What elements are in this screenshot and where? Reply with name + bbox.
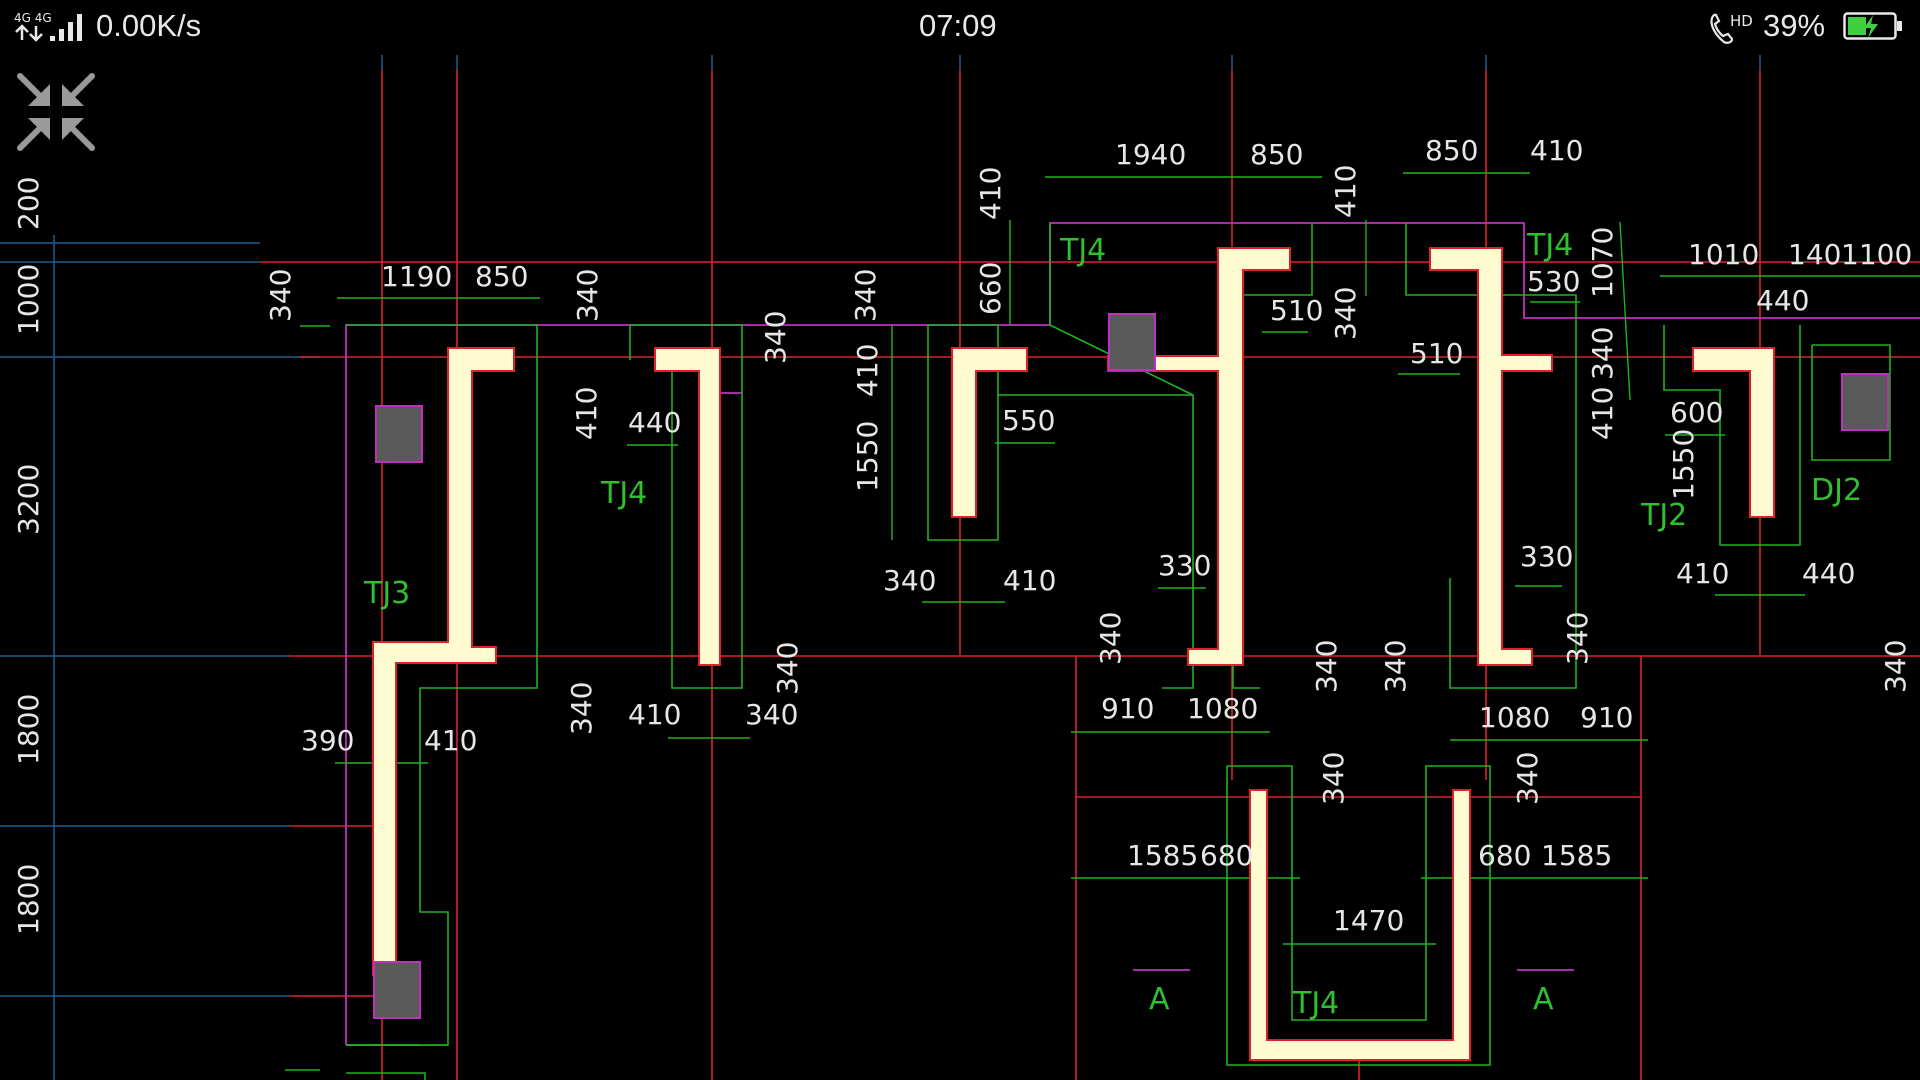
dim-text: 410 — [570, 387, 603, 440]
dim-text: 910 — [1580, 701, 1633, 734]
dim-text: 340 — [264, 269, 297, 322]
dim-text: 340 — [565, 682, 598, 735]
component-label: TJ4 — [1059, 233, 1106, 268]
dim-text: 1080 — [1479, 701, 1550, 734]
component-label: TJ3 — [363, 576, 410, 611]
dim-text: 1585 — [1541, 839, 1612, 872]
dim-text: 330 — [1158, 549, 1211, 582]
dim-text: 340 — [1379, 640, 1412, 693]
grid-axis-lines — [260, 70, 1920, 1080]
signal-icon: 4G 4G — [14, 11, 82, 42]
dim-text: 510 — [1410, 337, 1463, 370]
side-dim-text: 200 — [12, 177, 45, 230]
foundation-outlines — [346, 223, 1891, 1080]
side-axis-lines — [0, 55, 1761, 1080]
dim-text: 340 — [883, 564, 936, 597]
hd-call-icon: HD — [1710, 12, 1753, 44]
dim-text: 340 — [1310, 640, 1343, 693]
component-label: TJ4 — [1526, 228, 1573, 263]
dim-text: 1080 — [1187, 692, 1258, 725]
dim-text: 410 — [974, 167, 1007, 220]
column-block — [375, 405, 423, 463]
hd-badge-text: HD — [1730, 12, 1753, 30]
dim-text: 340 — [1586, 327, 1619, 380]
exit-fullscreen-button[interactable] — [14, 70, 98, 154]
network-type-text: 4G 4G — [14, 11, 52, 25]
dim-text: 510 — [1270, 294, 1323, 327]
dim-text: 850 — [475, 260, 528, 293]
dim-text: 530 — [1527, 265, 1580, 298]
dim-text: 1070 — [1586, 227, 1619, 298]
dim-text: 340 — [759, 311, 792, 364]
side-dim-text: 1800 — [12, 694, 45, 765]
dim-text: 340 — [1317, 752, 1350, 805]
side-dim-text: 3200 — [12, 464, 45, 535]
dim-text: 1470 — [1333, 904, 1404, 937]
dim-text: 340 — [1329, 287, 1362, 340]
dim-text: 340 — [745, 698, 798, 731]
component-label: TJ2 — [1640, 498, 1687, 533]
dim-text: 340 — [1561, 612, 1594, 665]
dim-text: 660 — [974, 262, 1007, 315]
dim-text: 1010 — [1688, 238, 1759, 271]
exit-fullscreen-icon — [17, 73, 95, 151]
dim-text: 410 — [424, 724, 477, 757]
component-label: DJ2 — [1811, 473, 1862, 508]
dim-text: 340 — [1511, 752, 1544, 805]
dim-text: 1190 — [381, 260, 452, 293]
dim-text: 850 — [1250, 138, 1303, 171]
side-dim-text: 1800 — [12, 864, 45, 935]
dim-text: 600 — [1670, 396, 1723, 429]
dimension-lines — [285, 172, 1920, 1071]
network-speed: 0.00K/s — [96, 8, 202, 43]
dim-text: 410 — [1003, 564, 1056, 597]
dim-text: 140 — [1788, 238, 1841, 271]
dim-text: 910 — [1101, 692, 1154, 725]
column-block — [1108, 313, 1156, 371]
dim-text: 1940 — [1115, 138, 1186, 171]
dim-text: 1550 — [851, 421, 884, 492]
dim-text: 340 — [1094, 612, 1127, 665]
dim-text: 1100 — [1841, 238, 1912, 271]
dim-text: 440 — [628, 406, 681, 439]
dim-text: 340 — [571, 269, 604, 322]
dim-text: 550 — [1002, 404, 1055, 437]
dim-text: 410 — [628, 698, 681, 731]
section-label: A — [1149, 982, 1170, 1017]
dim-text: 850 — [1425, 134, 1478, 167]
dim-text: 410 — [851, 344, 884, 397]
dim-text: 340 — [771, 642, 804, 695]
column-blocks — [373, 313, 1889, 1019]
column-block — [1841, 373, 1889, 431]
dim-text: 340 — [849, 269, 882, 322]
dim-text: 410 — [1530, 134, 1583, 167]
dimension-text-group: 1190 850 340 340 340 340 660 410 1940 85… — [264, 134, 1912, 937]
dim-text: 1585 — [1127, 839, 1198, 872]
dim-text: 1550 — [1667, 429, 1700, 500]
status-bar: 4G 4G 0.00K/s 07:09 HD 39% — [0, 0, 1920, 52]
component-label: TJ4 — [1292, 986, 1339, 1021]
dim-text: 340 — [1879, 640, 1912, 693]
dim-text: 410 — [1676, 557, 1729, 590]
battery-charging-icon — [1843, 12, 1902, 40]
dim-text: 440 — [1756, 284, 1809, 317]
section-label: A — [1533, 982, 1554, 1017]
dim-text: 390 — [301, 724, 354, 757]
wall-shapes — [372, 247, 1775, 1061]
dim-text: 410 — [1329, 165, 1362, 218]
dim-text: 440 — [1802, 557, 1855, 590]
column-block — [373, 961, 421, 1019]
dim-text: 680 — [1478, 839, 1531, 872]
dim-text: 330 — [1520, 540, 1573, 573]
side-dimension-text-group: 200 1000 3200 1800 1800 — [12, 177, 45, 935]
component-label: TJ4 — [600, 476, 647, 511]
component-labels: TJ4 TJ4 TJ4 TJ3 TJ2 DJ2 TJ4 A A — [363, 228, 1862, 1021]
dim-text: 680 — [1200, 839, 1253, 872]
side-dim-text: 1000 — [12, 264, 45, 335]
status-clock: 07:09 — [919, 8, 997, 43]
dim-text: 410 — [1586, 387, 1619, 440]
battery-percent: 39% — [1763, 8, 1826, 43]
